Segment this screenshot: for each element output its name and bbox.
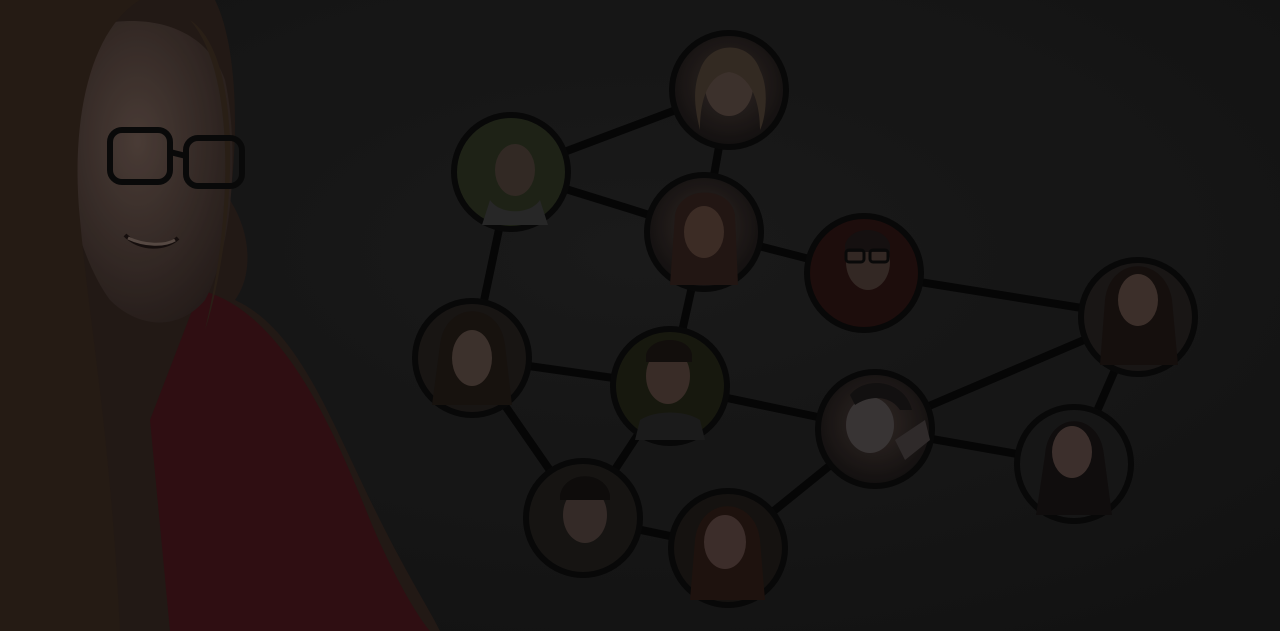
network-node <box>668 488 788 608</box>
network-node <box>451 112 571 232</box>
network-node <box>1078 257 1198 377</box>
glasses <box>107 127 245 189</box>
face <box>60 20 233 323</box>
long-hair <box>0 0 140 631</box>
network-node <box>815 369 935 489</box>
woman-with-glasses-image <box>0 0 440 631</box>
red-sweater <box>150 290 430 631</box>
network-nodes <box>412 30 1198 608</box>
network-node <box>669 30 789 150</box>
network-node <box>804 213 924 333</box>
network-node <box>644 172 764 292</box>
network-node <box>412 298 532 418</box>
network-node <box>523 458 643 578</box>
network-node <box>1014 404 1134 524</box>
network-node <box>610 326 730 446</box>
